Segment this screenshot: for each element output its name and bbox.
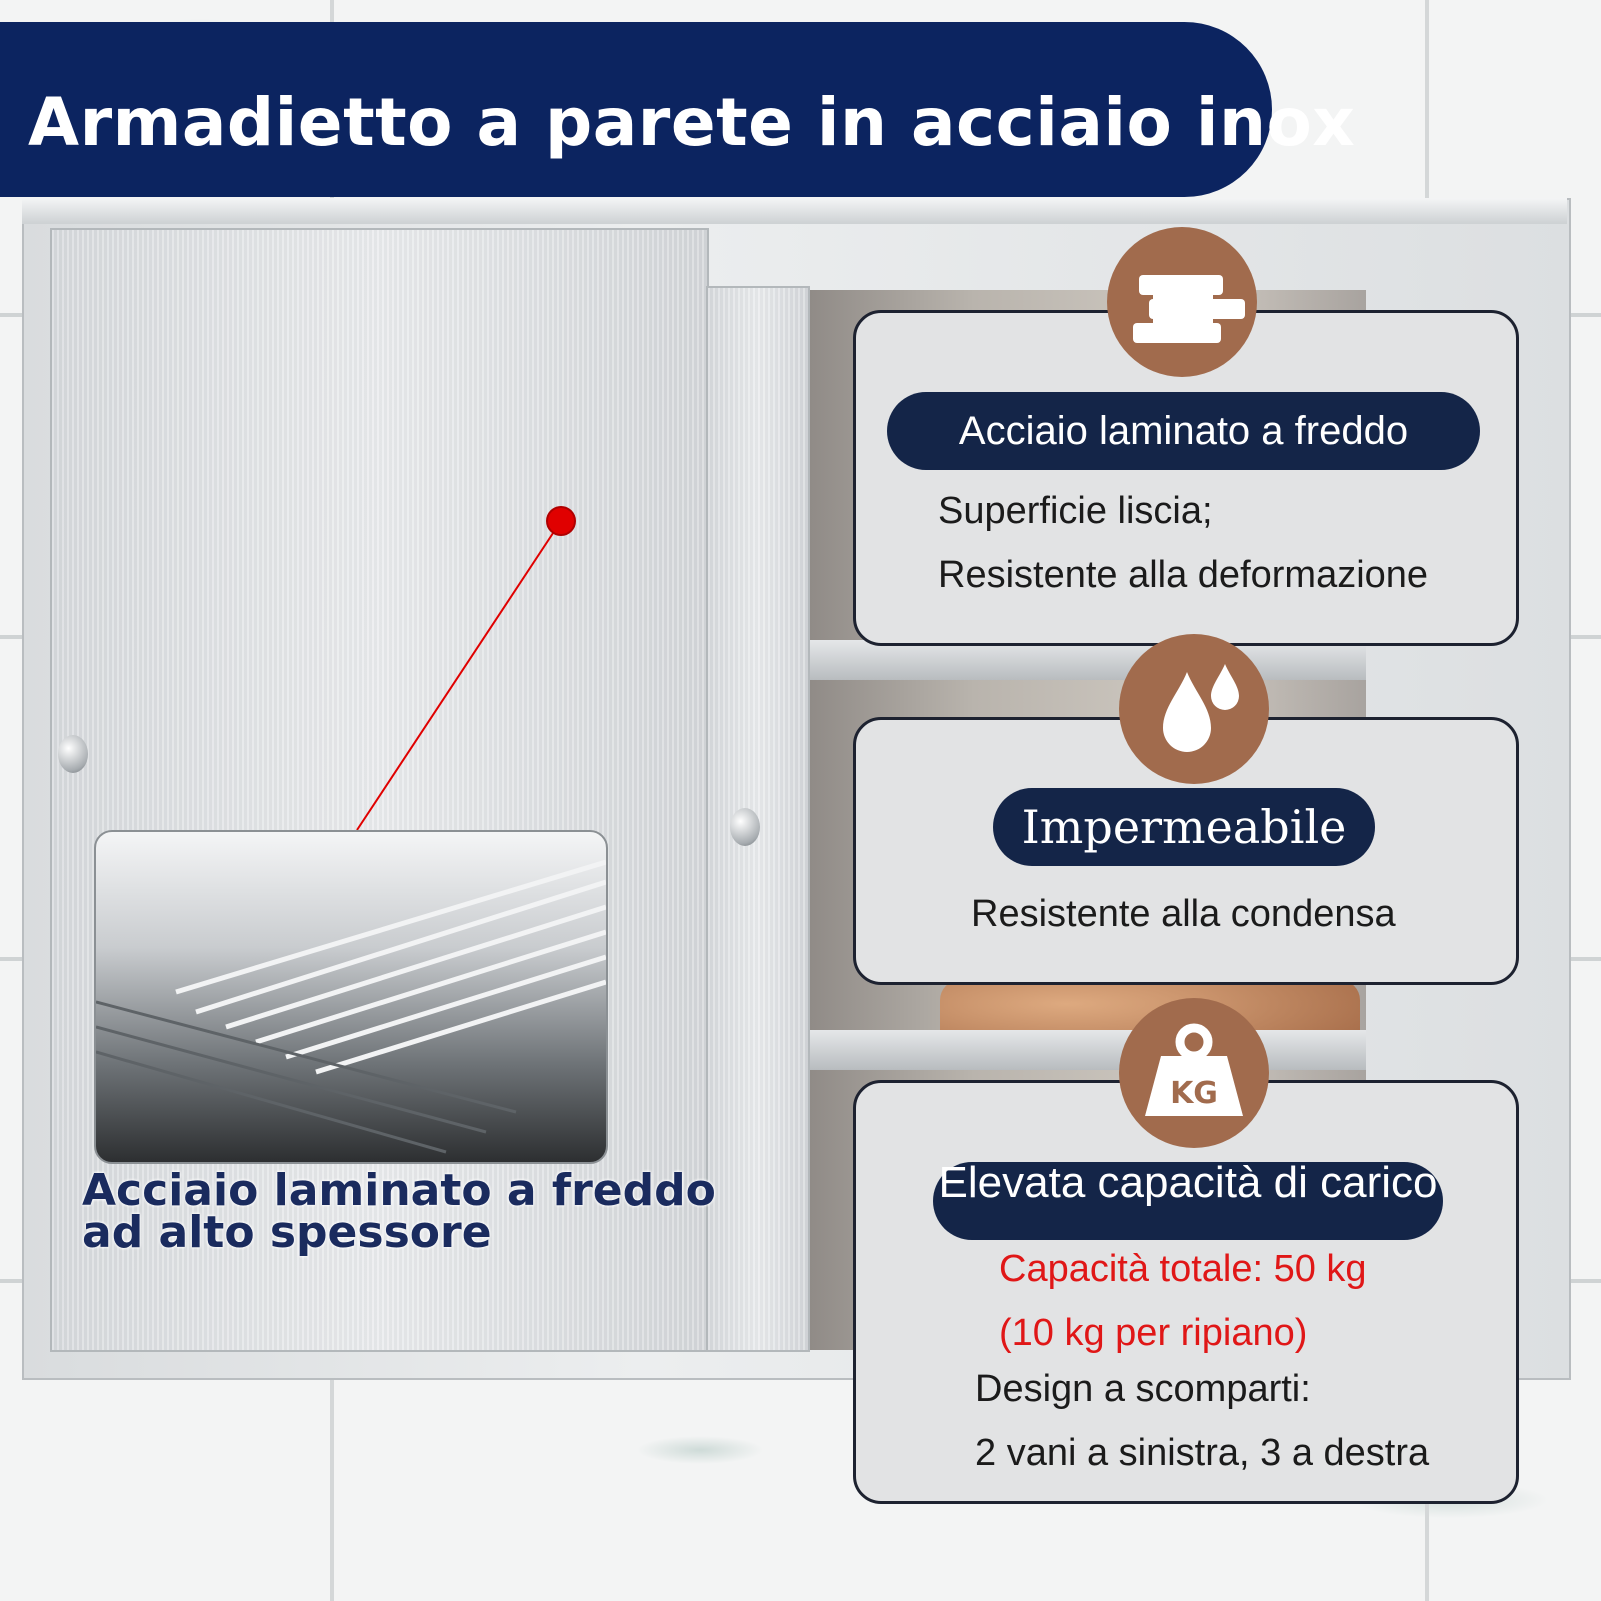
weight-kg-label: KG xyxy=(1170,1076,1218,1111)
feature-badge-material xyxy=(1107,227,1257,377)
feature-badge-load: KG xyxy=(1119,998,1269,1148)
inset-caption: Acciaio laminato a freddo ad alto spesso… xyxy=(82,1165,716,1258)
cabinet-shelf xyxy=(806,1030,1366,1070)
feature-title-material: Acciaio laminato a freddo xyxy=(887,392,1480,470)
steel-sheets-photo xyxy=(94,830,608,1164)
feature-load-line1: Design a scomparti: xyxy=(975,1368,1311,1410)
feature-material-line2: Resistente alla deformazione xyxy=(938,554,1429,596)
cabinet-shelf xyxy=(806,640,1366,680)
steel-sheets-icon xyxy=(1133,275,1245,343)
feature-title-waterproof: Impermeabile xyxy=(993,788,1375,866)
feature-load-capacity: Capacità totale: 50 kg xyxy=(999,1248,1367,1290)
title-banner: Armadietto a parete in acciaio inox xyxy=(0,22,1355,197)
feature-badge-waterproof xyxy=(1119,634,1269,784)
feature-title-load: Elevata capacità di carico xyxy=(933,1161,1443,1240)
door-knob xyxy=(58,735,88,773)
weight-kg-icon: KG xyxy=(1145,1023,1243,1116)
page-title: Armadietto a parete in acciaio inox xyxy=(28,84,1356,161)
feature-card-load xyxy=(853,1080,1519,1504)
feature-material-line1: Superficie liscia; xyxy=(938,490,1213,532)
water-drops-icon xyxy=(1163,664,1239,752)
inset-caption-line1: Acciaio laminato a freddo xyxy=(82,1165,716,1216)
feature-waterproof-line1: Resistente alla condensa xyxy=(971,893,1396,935)
door-knob xyxy=(730,808,760,846)
feature-load-per-shelf: (10 kg per ripiano) xyxy=(999,1312,1308,1354)
cabinet-top-edge xyxy=(22,198,1567,224)
inset-caption-line2: ad alto spessore xyxy=(82,1207,492,1258)
feature-load-line2: 2 vani a sinistra, 3 a destra xyxy=(975,1432,1430,1474)
